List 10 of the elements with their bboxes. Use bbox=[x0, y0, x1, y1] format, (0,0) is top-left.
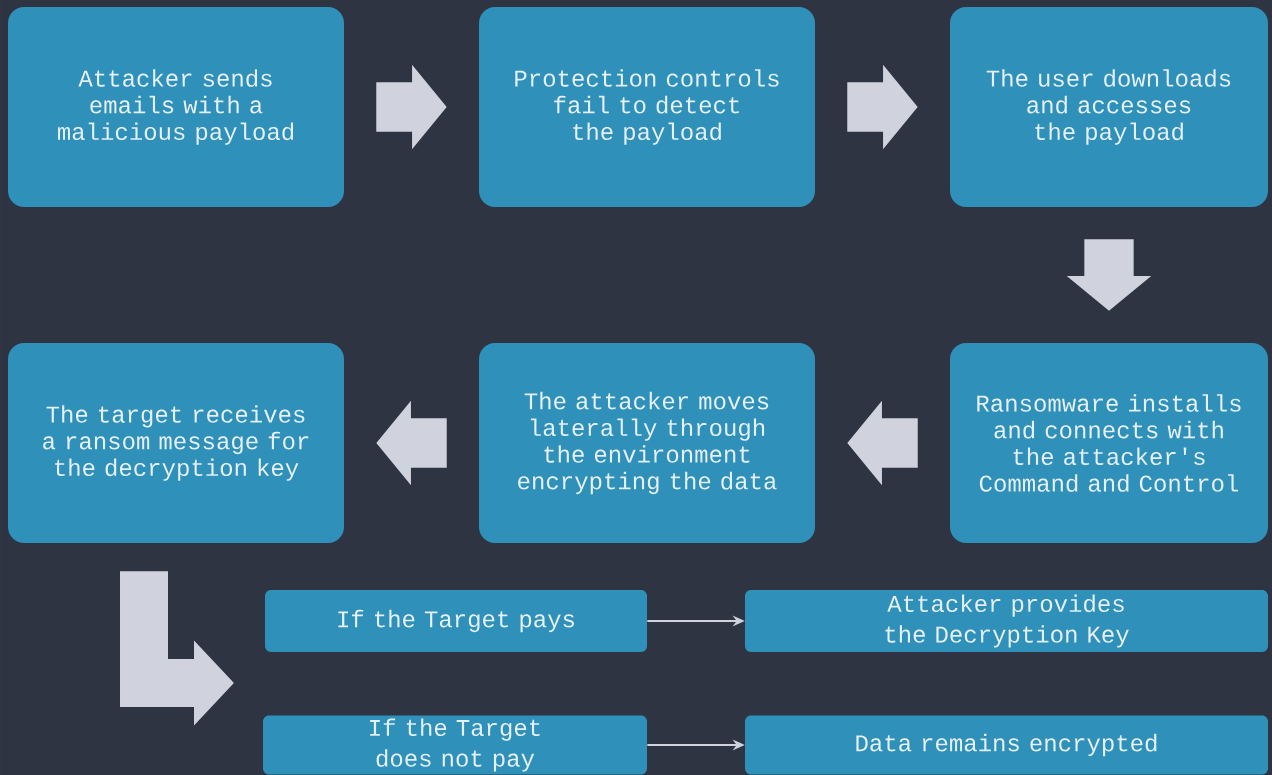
process-box: Protection controls fail to detect the payload bbox=[479, 7, 815, 207]
process-box: The attacker moves laterally through the environment encrypting the data bbox=[479, 343, 815, 543]
condition-box: If the Target pays bbox=[265, 590, 647, 652]
outcome-box: Data remains encrypted bbox=[745, 715, 1268, 775]
process-box: The user downloads and accesses the payload bbox=[950, 7, 1268, 207]
outcome-box: Attacker provides the Decryption Key bbox=[745, 590, 1268, 652]
process-box: The target receives a ransom message for the decryption key bbox=[8, 343, 344, 543]
process-box: Ransomware installs and connects with the attacker's Command and Control bbox=[950, 343, 1268, 543]
process-box: Attacker sends emails with a malicious payload bbox=[8, 7, 344, 207]
condition-box: If the Target does not pay bbox=[263, 715, 647, 775]
